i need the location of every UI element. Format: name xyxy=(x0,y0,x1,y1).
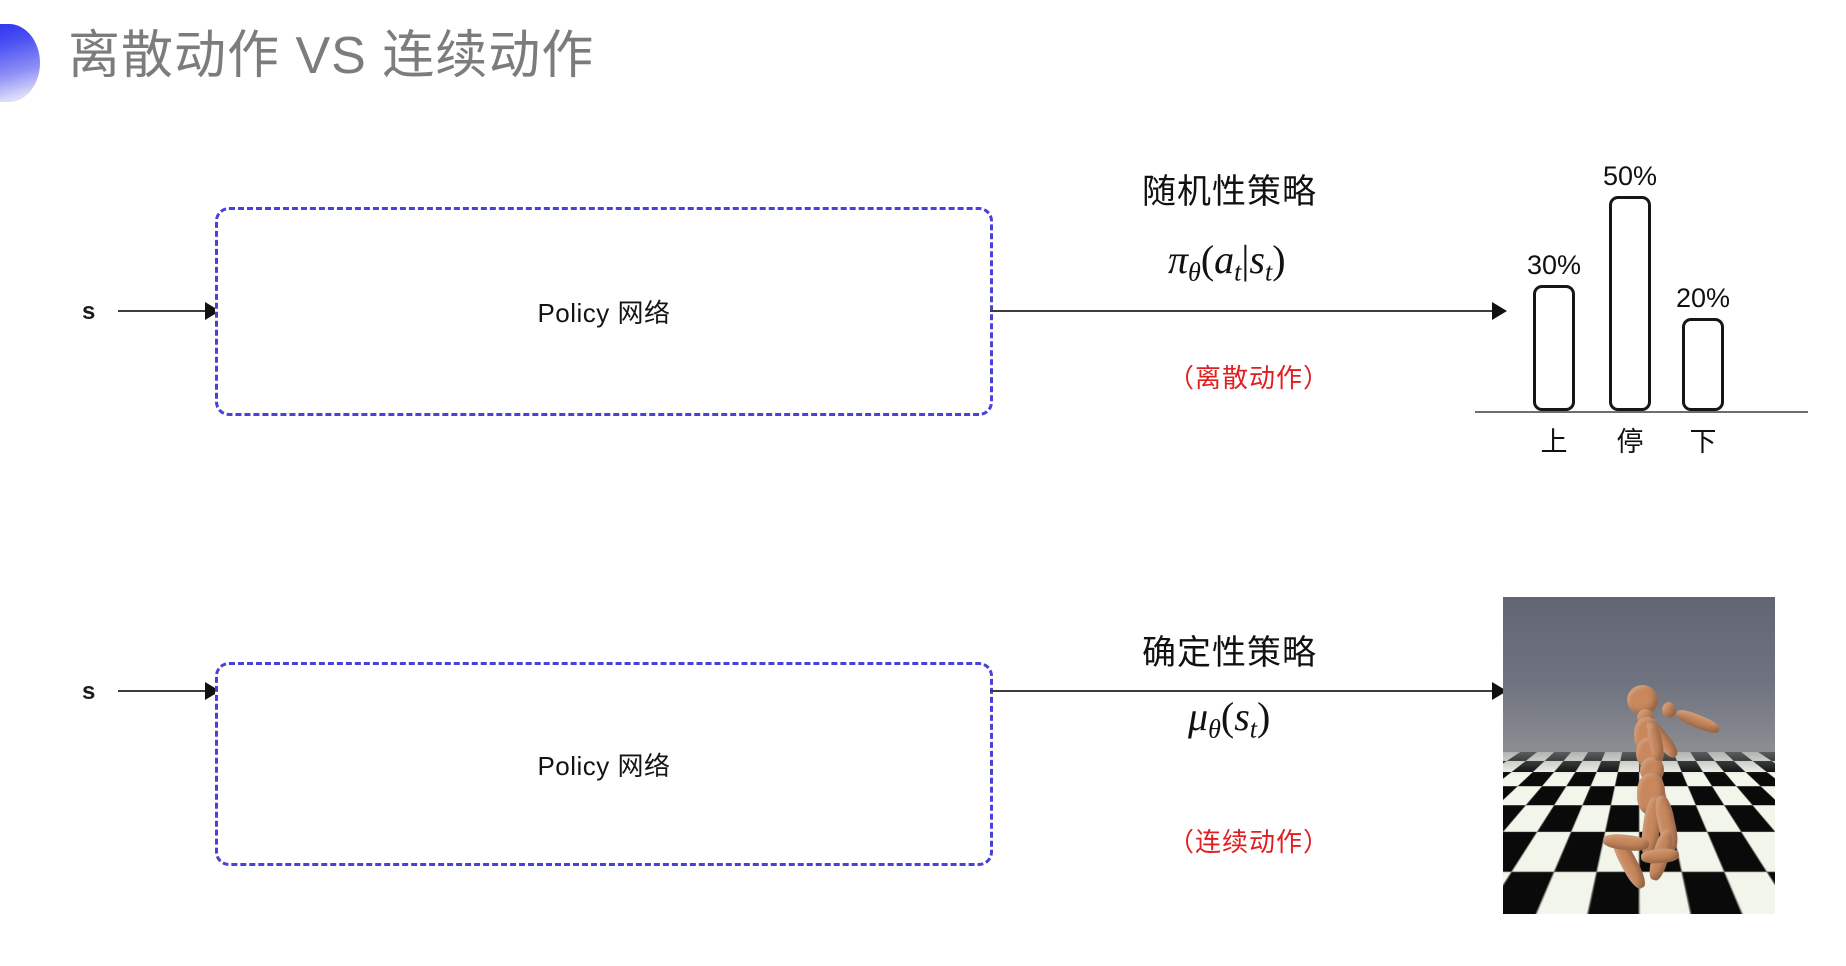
formula-bar: | xyxy=(1241,237,1250,282)
humanoid-simulation-image xyxy=(1503,597,1775,914)
half-circle-gradient-icon xyxy=(0,24,40,102)
input-state-label-continuous: s xyxy=(82,678,96,705)
page-title: 离散动作 VS 连续动作 xyxy=(68,27,595,85)
bar-value-stop: 50% xyxy=(1602,161,1658,191)
policy-network-label-continuous: Policy 网络 xyxy=(537,750,671,781)
formula-arg1-sub: t xyxy=(1249,714,1257,744)
action-probability-bar-chart: 30% 50% 20% 上 停 下 xyxy=(1475,128,1835,457)
bar-category-up: 上 xyxy=(1540,427,1568,457)
formula-param: θ xyxy=(1208,714,1221,744)
output-arrow-continuous xyxy=(990,690,1505,692)
annotation-title-continuous: 确定性策略 xyxy=(1142,634,1317,672)
input-arrow-discrete xyxy=(118,310,218,312)
chart-x-axis xyxy=(1475,411,1808,413)
formula-arg1: a xyxy=(1214,237,1235,282)
bar-up xyxy=(1533,285,1575,411)
bar-stop xyxy=(1609,196,1651,411)
annotation-formula-discrete: πθ(at|st) xyxy=(1168,236,1286,287)
policy-network-box-discrete[interactable]: Policy 网络 xyxy=(215,207,993,416)
formula-arg1-sub: t xyxy=(1234,257,1242,287)
humanoid-left-hand xyxy=(1662,702,1676,718)
annotation-formula-continuous: μθ(st) xyxy=(1188,693,1270,744)
formula-open-paren: ( xyxy=(1220,694,1235,739)
annotation-note-discrete: （离散动作） xyxy=(1168,363,1331,393)
output-arrow-discrete xyxy=(990,310,1505,312)
policy-network-box-continuous[interactable]: Policy 网络 xyxy=(215,662,993,866)
formula-arg2: s xyxy=(1249,237,1265,282)
bar-value-down: 20% xyxy=(1675,283,1731,313)
formula-fn: μ xyxy=(1188,694,1209,739)
input-arrow-continuous xyxy=(118,690,218,692)
policy-network-label-discrete: Policy 网络 xyxy=(537,298,671,328)
bar-category-down: 下 xyxy=(1689,427,1717,457)
bar-down xyxy=(1682,318,1724,411)
formula-close-paren: ) xyxy=(1272,237,1286,282)
bar-value-up: 30% xyxy=(1526,250,1582,280)
formula-arg2-sub: t xyxy=(1264,257,1273,287)
annotation-title-discrete: 随机性策略 xyxy=(1142,173,1317,211)
bar-category-stop: 停 xyxy=(1616,427,1644,457)
annotation-note-continuous: （连续动作） xyxy=(1168,827,1331,857)
formula-arg1: s xyxy=(1234,694,1250,739)
formula-param: θ xyxy=(1188,257,1201,287)
formula-close-paren: ) xyxy=(1257,694,1271,739)
input-state-label-discrete: s xyxy=(82,298,96,325)
formula-open-paren: ( xyxy=(1200,237,1215,282)
formula-fn: π xyxy=(1168,237,1189,282)
